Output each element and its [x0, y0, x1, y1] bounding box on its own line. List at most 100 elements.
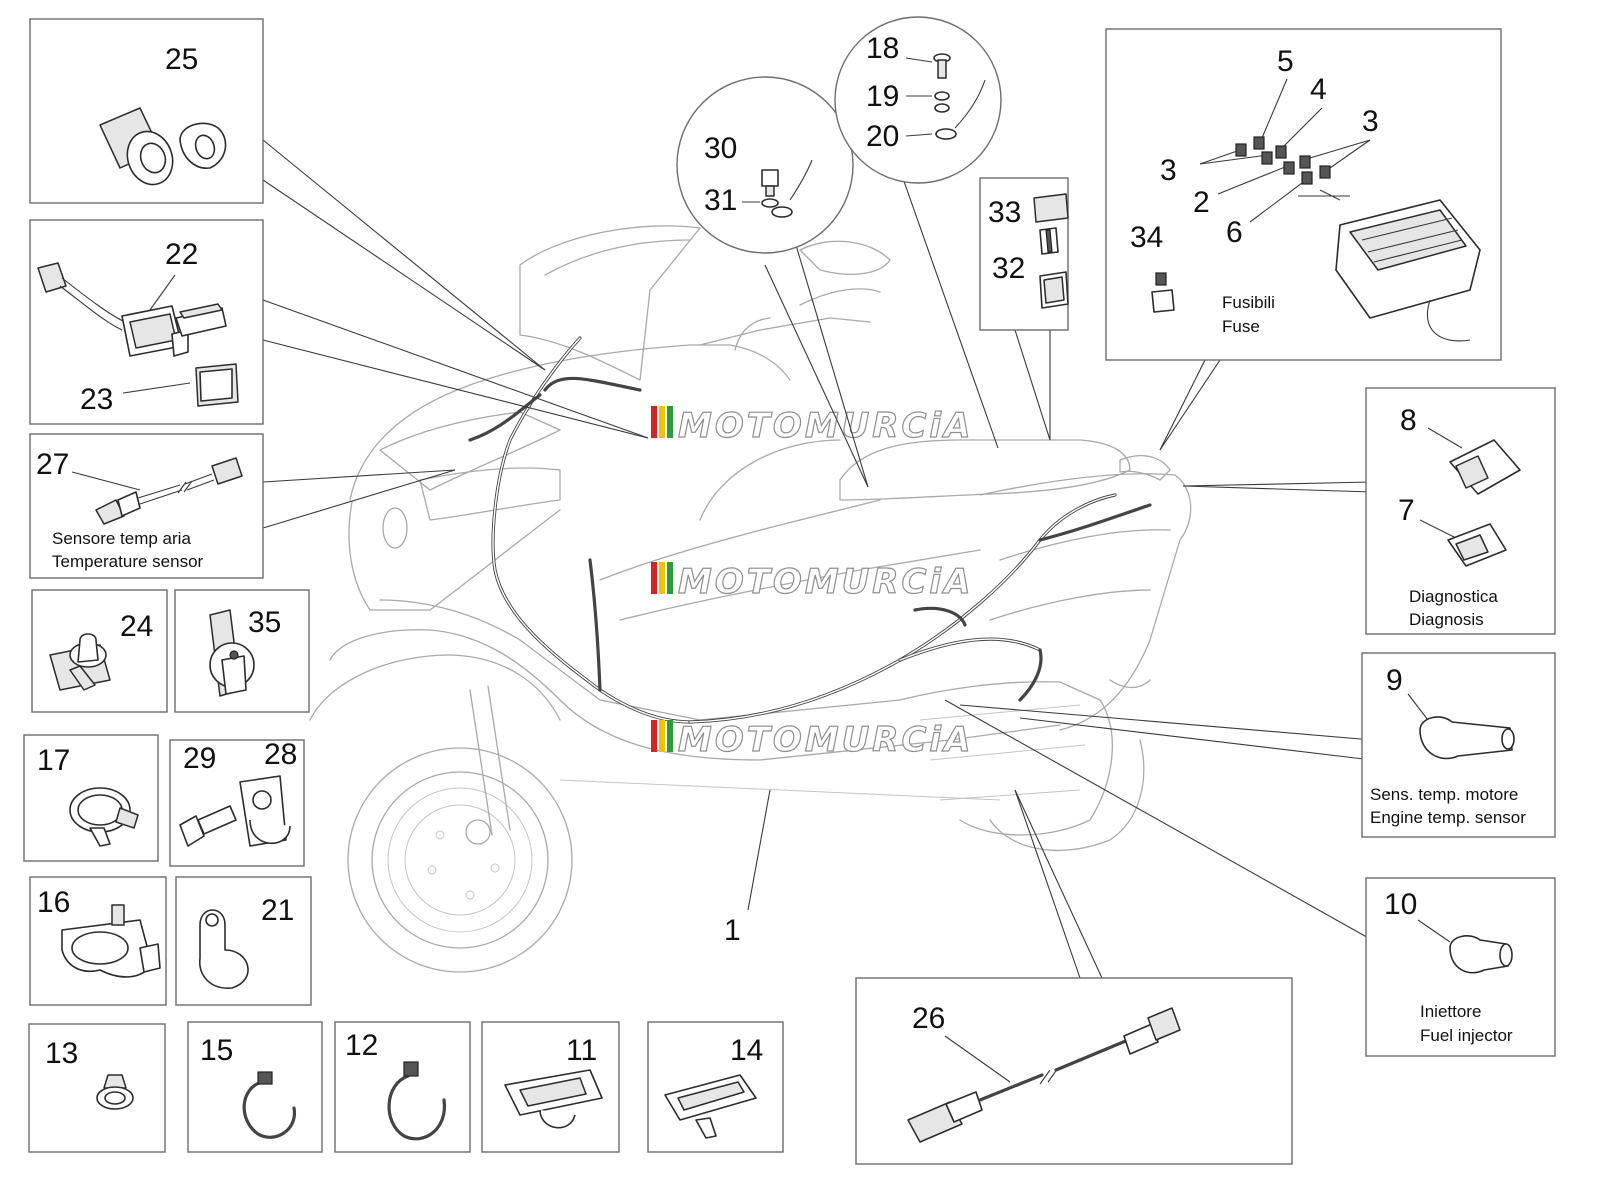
detail-circle — [676, 76, 854, 254]
watermark-stripe — [651, 406, 657, 438]
cable-guide-icon — [504, 1069, 603, 1129]
cable-bracket-icon — [239, 775, 291, 847]
callout-25: 25 — [165, 43, 198, 76]
callout-11: 11 — [566, 1034, 597, 1067]
detail-circle — [834, 16, 1002, 184]
cover-cap-icon — [195, 363, 239, 407]
callout-17: 17 — [37, 744, 70, 777]
extension-cable-icon — [907, 1007, 1181, 1143]
callout-19: 19 — [866, 80, 899, 113]
cable-holder-icon — [664, 1074, 757, 1139]
power-socket-icon — [99, 107, 227, 186]
callout-2: 2 — [1193, 186, 1210, 219]
wire-clip-icon — [96, 1074, 134, 1110]
callout-1: 1 — [724, 914, 741, 947]
callout-32: 32 — [992, 252, 1025, 285]
part-30-31-detail: 30 31 — [676, 76, 854, 254]
bolt-washer-icon — [933, 53, 986, 140]
leader-lines — [262, 139, 1373, 979]
part-box-frame — [1365, 387, 1556, 635]
callout-33: 33 — [988, 196, 1021, 229]
part-11-box: 11 — [481, 1021, 620, 1153]
callout-24: 24 — [120, 610, 153, 643]
callout-3-right: 3 — [1362, 105, 1379, 138]
cable-tie-icon — [387, 1061, 446, 1141]
watermark-stripe — [667, 720, 673, 752]
part-27-box: 27 Sensore temp aria Temperature sensor — [29, 433, 264, 579]
part-26-box: 26 — [855, 977, 1293, 1165]
callout-35: 35 — [248, 606, 281, 639]
part-box-frame — [1105, 28, 1502, 361]
callout-14: 14 — [730, 1034, 763, 1067]
callout-18: 18 — [866, 32, 899, 65]
callout-29: 29 — [183, 742, 216, 775]
callout-7: 7 — [1398, 494, 1415, 527]
watermark-stripe — [659, 406, 665, 438]
engine-temp-sensor-icon — [1419, 716, 1515, 760]
caption-fuse-it: Fusibili — [1222, 293, 1275, 312]
callout-15: 15 — [200, 1034, 233, 1067]
fuse-box-icon — [1335, 199, 1481, 342]
watermark-text: MOTOMURCiA — [678, 562, 973, 602]
fuse-box-panel: 5 4 3 3 2 6 34 — [1105, 28, 1502, 361]
push-clip-icon — [49, 633, 111, 691]
diagnostic-connector-cap-icon — [1449, 439, 1521, 495]
part-22-23-box: 22 23 — [29, 219, 264, 425]
part-14-box: 14 — [647, 1021, 784, 1153]
callout-6: 6 — [1226, 216, 1243, 249]
callout-31: 31 — [704, 184, 737, 217]
caption-injector-en: Fuel injector — [1420, 1026, 1513, 1045]
caption-fuse-en: Fuse — [1222, 317, 1260, 336]
relay-icon — [1033, 193, 1069, 309]
callout-12: 12 — [345, 1029, 378, 1062]
relay-with-cable-icon — [37, 262, 227, 357]
part-box-frame — [28, 1023, 166, 1153]
wiring-harness — [468, 336, 1152, 724]
callout-13: 13 — [45, 1037, 78, 1070]
cable-clamp-icon — [69, 787, 139, 847]
p-clip-icon — [199, 909, 249, 989]
air-temperature-sensor-icon — [95, 457, 243, 525]
part-28-29-box: 29 28 — [169, 738, 305, 867]
part-32-33-box: 33 32 — [979, 177, 1069, 331]
watermark-mark-1: MOTOMURCiA — [651, 405, 973, 447]
part-box-frame — [175, 876, 312, 1006]
callout-5: 5 — [1277, 45, 1294, 78]
callout-20: 20 — [866, 120, 899, 153]
caption-engine-temp-it: Sens. temp. motore — [1370, 785, 1518, 804]
screw-icon — [761, 159, 813, 218]
clip-bracket-icon — [209, 609, 255, 697]
engine-temp-sensor-box: 9 Sens. temp. motore Engine temp. sensor — [1361, 652, 1556, 838]
callout-27: 27 — [36, 448, 69, 481]
watermark-text: MOTOMURCiA — [678, 406, 973, 446]
watermark-stripe — [651, 562, 657, 594]
caption-injector-it: Iniettore — [1420, 1002, 1481, 1021]
watermark-mark-2: MOTOMURCiA — [651, 561, 973, 603]
part-13-box: 13 — [28, 1023, 166, 1153]
watermark-stripe — [651, 720, 657, 752]
part-15-box: 15 — [187, 1021, 323, 1153]
fuel-injector-box: 10 Iniettore Fuel injector — [1365, 877, 1556, 1057]
callout-34: 34 — [1130, 221, 1163, 254]
caption-air-temp-en: Temperature sensor — [52, 552, 204, 571]
watermark-mark-3: MOTOMURCiA — [651, 719, 971, 761]
double-cable-clamp-icon — [61, 904, 161, 978]
part-24-box: 24 — [31, 589, 168, 713]
part-16-box: 16 — [29, 876, 167, 1006]
callout-4: 4 — [1310, 73, 1327, 106]
callout-9: 9 — [1386, 664, 1403, 697]
callout-30: 30 — [704, 132, 737, 165]
watermark-stripe — [659, 562, 665, 594]
part-18-20-detail: 18 19 20 — [834, 16, 1002, 184]
watermark-stripe — [667, 406, 673, 438]
callout-22: 22 — [165, 238, 198, 271]
bolt-icon — [179, 805, 237, 847]
callout-3-left: 3 — [1160, 154, 1177, 187]
watermark-stripe — [659, 720, 665, 752]
part-12-box: 12 — [334, 1021, 471, 1153]
cable-tie-small-icon — [242, 1071, 296, 1139]
fuel-injector-connector-icon — [1449, 935, 1513, 974]
callout-26: 26 — [912, 1002, 945, 1035]
caption-engine-temp-en: Engine temp. sensor — [1370, 808, 1526, 827]
